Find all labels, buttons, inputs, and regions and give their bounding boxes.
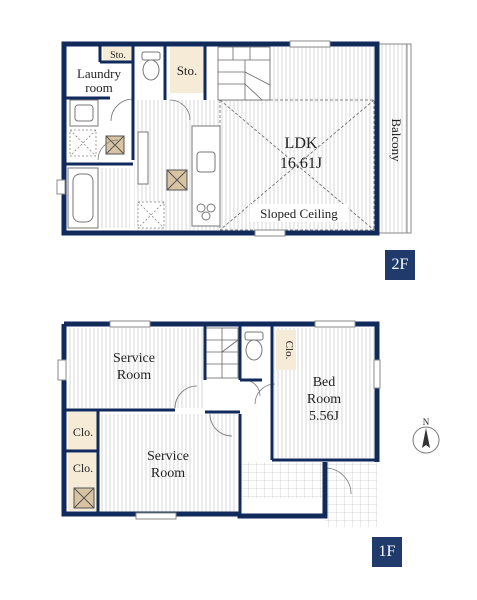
genkan-floor — [240, 462, 328, 498]
label-service-room-a: Service — [113, 351, 155, 366]
compass-icon: N — [412, 417, 440, 454]
vent-box-1f — [73, 487, 95, 509]
closet-1f-2 — [68, 412, 98, 450]
kitchen-counter — [191, 125, 221, 227]
service-room-b-floor — [100, 414, 236, 512]
compass-label: N — [423, 417, 430, 427]
label-bedroom-area: 5.56J — [309, 409, 340, 424]
fridge-space — [137, 201, 165, 229]
vent-box-kitchen — [166, 169, 188, 191]
label-bedroom-2: Room — [307, 392, 341, 407]
windows-1f — [57, 320, 381, 520]
ldk-floor — [270, 47, 374, 230]
closet-1f-1 — [276, 330, 296, 370]
badge-2f: 2F — [385, 250, 415, 280]
floor-2f: Sto. Laundry room Sto. LDK 16.61J Sloped… — [56, 40, 412, 237]
label-laundry-room: Laundry — [77, 66, 122, 81]
balcony-area — [376, 43, 412, 234]
label-storage: Sto. — [177, 63, 198, 78]
walls-interior-2f — [64, 44, 207, 166]
walls-1f — [61, 321, 380, 519]
vent-box-2f — [105, 135, 125, 155]
bathtub — [67, 167, 99, 229]
storage-2f — [170, 47, 204, 93]
label-storage-small: Sto. — [110, 50, 126, 61]
floor-1f: Service Room Service Room Bed Room 5.56J… — [57, 320, 381, 527]
badge-1f: 1F — [372, 537, 402, 567]
washbasin-2f — [69, 99, 99, 127]
label-ldk: LDK — [285, 135, 318, 152]
service-room-a-floor — [66, 328, 204, 408]
stairs-1f — [205, 327, 239, 379]
label-balcony: Balcony — [389, 118, 404, 162]
door-swings-2f — [97, 98, 191, 161]
toilet-2f — [141, 51, 161, 81]
sloped-ceiling-label-bg — [250, 204, 348, 222]
porch-floor — [325, 462, 377, 527]
label-ldk-area: 16.61J — [280, 155, 322, 172]
label-service-room-b: Service — [147, 449, 189, 464]
bathroom-floor — [100, 168, 130, 228]
label-service-room-a-2: Room — [117, 368, 151, 383]
label-bedroom: Bed — [313, 375, 336, 390]
walls-2f — [61, 41, 380, 236]
balcony-rail — [406, 43, 412, 234]
label-service-room-b-2: Room — [151, 466, 185, 481]
label-laundry-room-2: room — [85, 80, 112, 95]
washing-machine-space — [69, 129, 97, 157]
label-closet-1: Clo. — [283, 341, 295, 360]
toilet-1f — [244, 331, 264, 361]
label-sloped-ceiling: Sloped Ceiling — [260, 206, 338, 221]
storage-small-2f — [103, 47, 133, 61]
label-closet-3: Clo. — [73, 461, 93, 475]
walls-interior-1f — [64, 324, 377, 514]
stairs-2f — [217, 46, 271, 101]
partition-2f — [137, 131, 149, 185]
windows-2f — [56, 40, 331, 237]
label-closet-2: Clo. — [73, 425, 93, 439]
